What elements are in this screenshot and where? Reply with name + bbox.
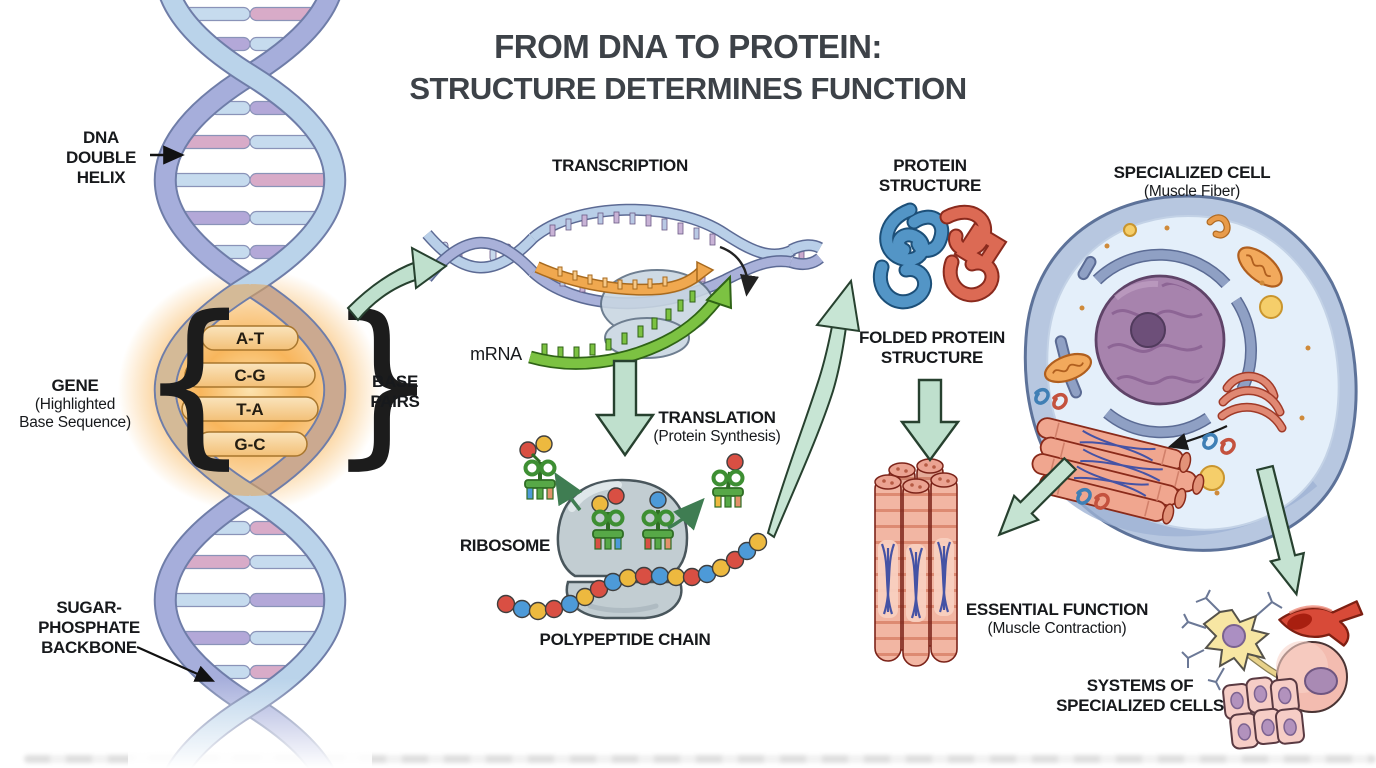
gene-base-pair-bars: A-T C-G T-A G-C	[181, 325, 319, 457]
gene-label: GENE (Highlighted Base Sequence)	[5, 356, 145, 453]
base-pair-2: C-G	[234, 366, 265, 385]
myofibril-pointer-arrow	[1167, 425, 1228, 451]
nucleus	[1094, 274, 1226, 406]
bubble-teeth-upper	[549, 211, 716, 246]
transcription-heading: TRANSCRIPTION	[552, 156, 688, 175]
translation-heading-bold: TRANSLATION	[658, 408, 776, 428]
trna-inside-right	[641, 491, 675, 550]
essential-function-sub: (Muscle Contraction)	[987, 620, 1127, 638]
blood-vessel	[1278, 600, 1364, 647]
dna-helix-illustration: A-T C-G T-A G-C { }	[118, 0, 439, 768]
trna-outside-left	[519, 435, 557, 500]
systems-label: SYSTEMS OF SPECIALIZED CELLS	[1056, 676, 1224, 716]
title-line-2: STRUCTURE DETERMINES FUNCTION	[409, 71, 967, 106]
arrow-protein-to-muscle	[899, 378, 961, 463]
mitochondrion-2	[1043, 352, 1093, 384]
transcription-direction-arrow	[719, 245, 759, 297]
dna-right-segment	[788, 239, 824, 271]
specialized-cell-sub: (Muscle Fiber)	[1143, 183, 1241, 201]
mrna-strand	[528, 274, 733, 370]
epithelial-cell-cluster	[1222, 676, 1305, 750]
title-line-1: FROM DNA TO PROTEIN:	[494, 28, 882, 65]
dna-helix-arrow	[150, 145, 185, 165]
base-pair-1: A-T	[236, 329, 265, 348]
bottom-edge-artifact	[24, 755, 1376, 763]
arrow-cell-to-systems	[1255, 464, 1306, 597]
backbone-label: SUGAR-PHOSPHATE BACKBONE	[38, 598, 140, 658]
trna-exit-arrow-left	[554, 471, 583, 512]
specialized-cell-bold: SPECIALIZED CELL	[1113, 163, 1271, 183]
translation-heading-sub: (Protein Synthesis)	[653, 428, 781, 446]
systems-of-cells-illustration	[1181, 589, 1364, 750]
dna-helix-label: DNA DOUBLE HELIX	[66, 128, 136, 188]
base-pair-3: T-A	[236, 400, 263, 419]
protein-blue-domain	[872, 202, 950, 310]
page-title: FROM DNA TO PROTEIN: STRUCTURE DETERMINE…	[238, 28, 1138, 107]
specialized-cell-illustration	[1023, 194, 1358, 552]
gene-label-sub: (Highlighted Base Sequence)	[19, 396, 131, 432]
protein-structure-heading: PROTEIN STRUCTURE	[878, 156, 982, 196]
gene-strand-tint	[155, 284, 345, 496]
muscle-fiber-bundle-illustration	[874, 458, 958, 667]
trna-exit-arrow-right	[667, 497, 705, 531]
mrna-label: mRNA	[470, 344, 522, 364]
folded-protein-label: FOLDED PROTEIN STRUCTURE	[859, 328, 1005, 368]
base-pair-4: G-C	[234, 435, 265, 454]
base-pairs-brace-right: }	[326, 278, 439, 485]
arrow-cell-to-muscle	[997, 456, 1078, 537]
specialized-cell-heading: SPECIALIZED CELL (Muscle Fiber)	[1097, 143, 1287, 221]
gene-brace-left: {	[138, 278, 251, 485]
polypeptide-chain	[496, 532, 768, 621]
trna-outside-right	[711, 453, 745, 508]
essential-function-bold: ESSENTIAL FUNCTION	[965, 600, 1149, 620]
folded-protein-illustration	[872, 202, 1008, 310]
mitochondrion-1	[1237, 246, 1283, 288]
gene-label-bold: GENE	[51, 376, 99, 396]
base-pairs-label: BASE PAIRS	[370, 372, 420, 412]
trna-inside-left	[591, 487, 625, 550]
ribosome-illustration	[496, 435, 768, 621]
muscle-filaments	[878, 538, 954, 622]
protein-red-domain	[939, 204, 1008, 303]
protein-aggregates	[1034, 387, 1236, 510]
myofibril-front-rods	[874, 472, 958, 667]
helix-bottom-fade	[128, 678, 372, 768]
backbone-arrow	[136, 645, 216, 682]
arrow-transcription-to-translation	[594, 359, 656, 458]
translation-heading: TRANSLATION (Protein Synthesis)	[638, 388, 796, 466]
arrow-gene-to-transcription	[346, 246, 448, 322]
cytoskeleton-filament-fill	[1207, 215, 1230, 238]
ribosome-label: RIBOSOME	[459, 536, 550, 555]
essential-function-label: ESSENTIAL FUNCTION (Muscle Contraction)	[962, 580, 1152, 658]
polypeptide-label: POLYPEPTIDE CHAIN	[539, 630, 711, 649]
vesicles	[1123, 223, 1283, 491]
arrow-polypeptide-to-protein	[766, 278, 861, 539]
golgi-apparatus	[1217, 371, 1287, 433]
rna-strand-orange	[534, 260, 715, 296]
